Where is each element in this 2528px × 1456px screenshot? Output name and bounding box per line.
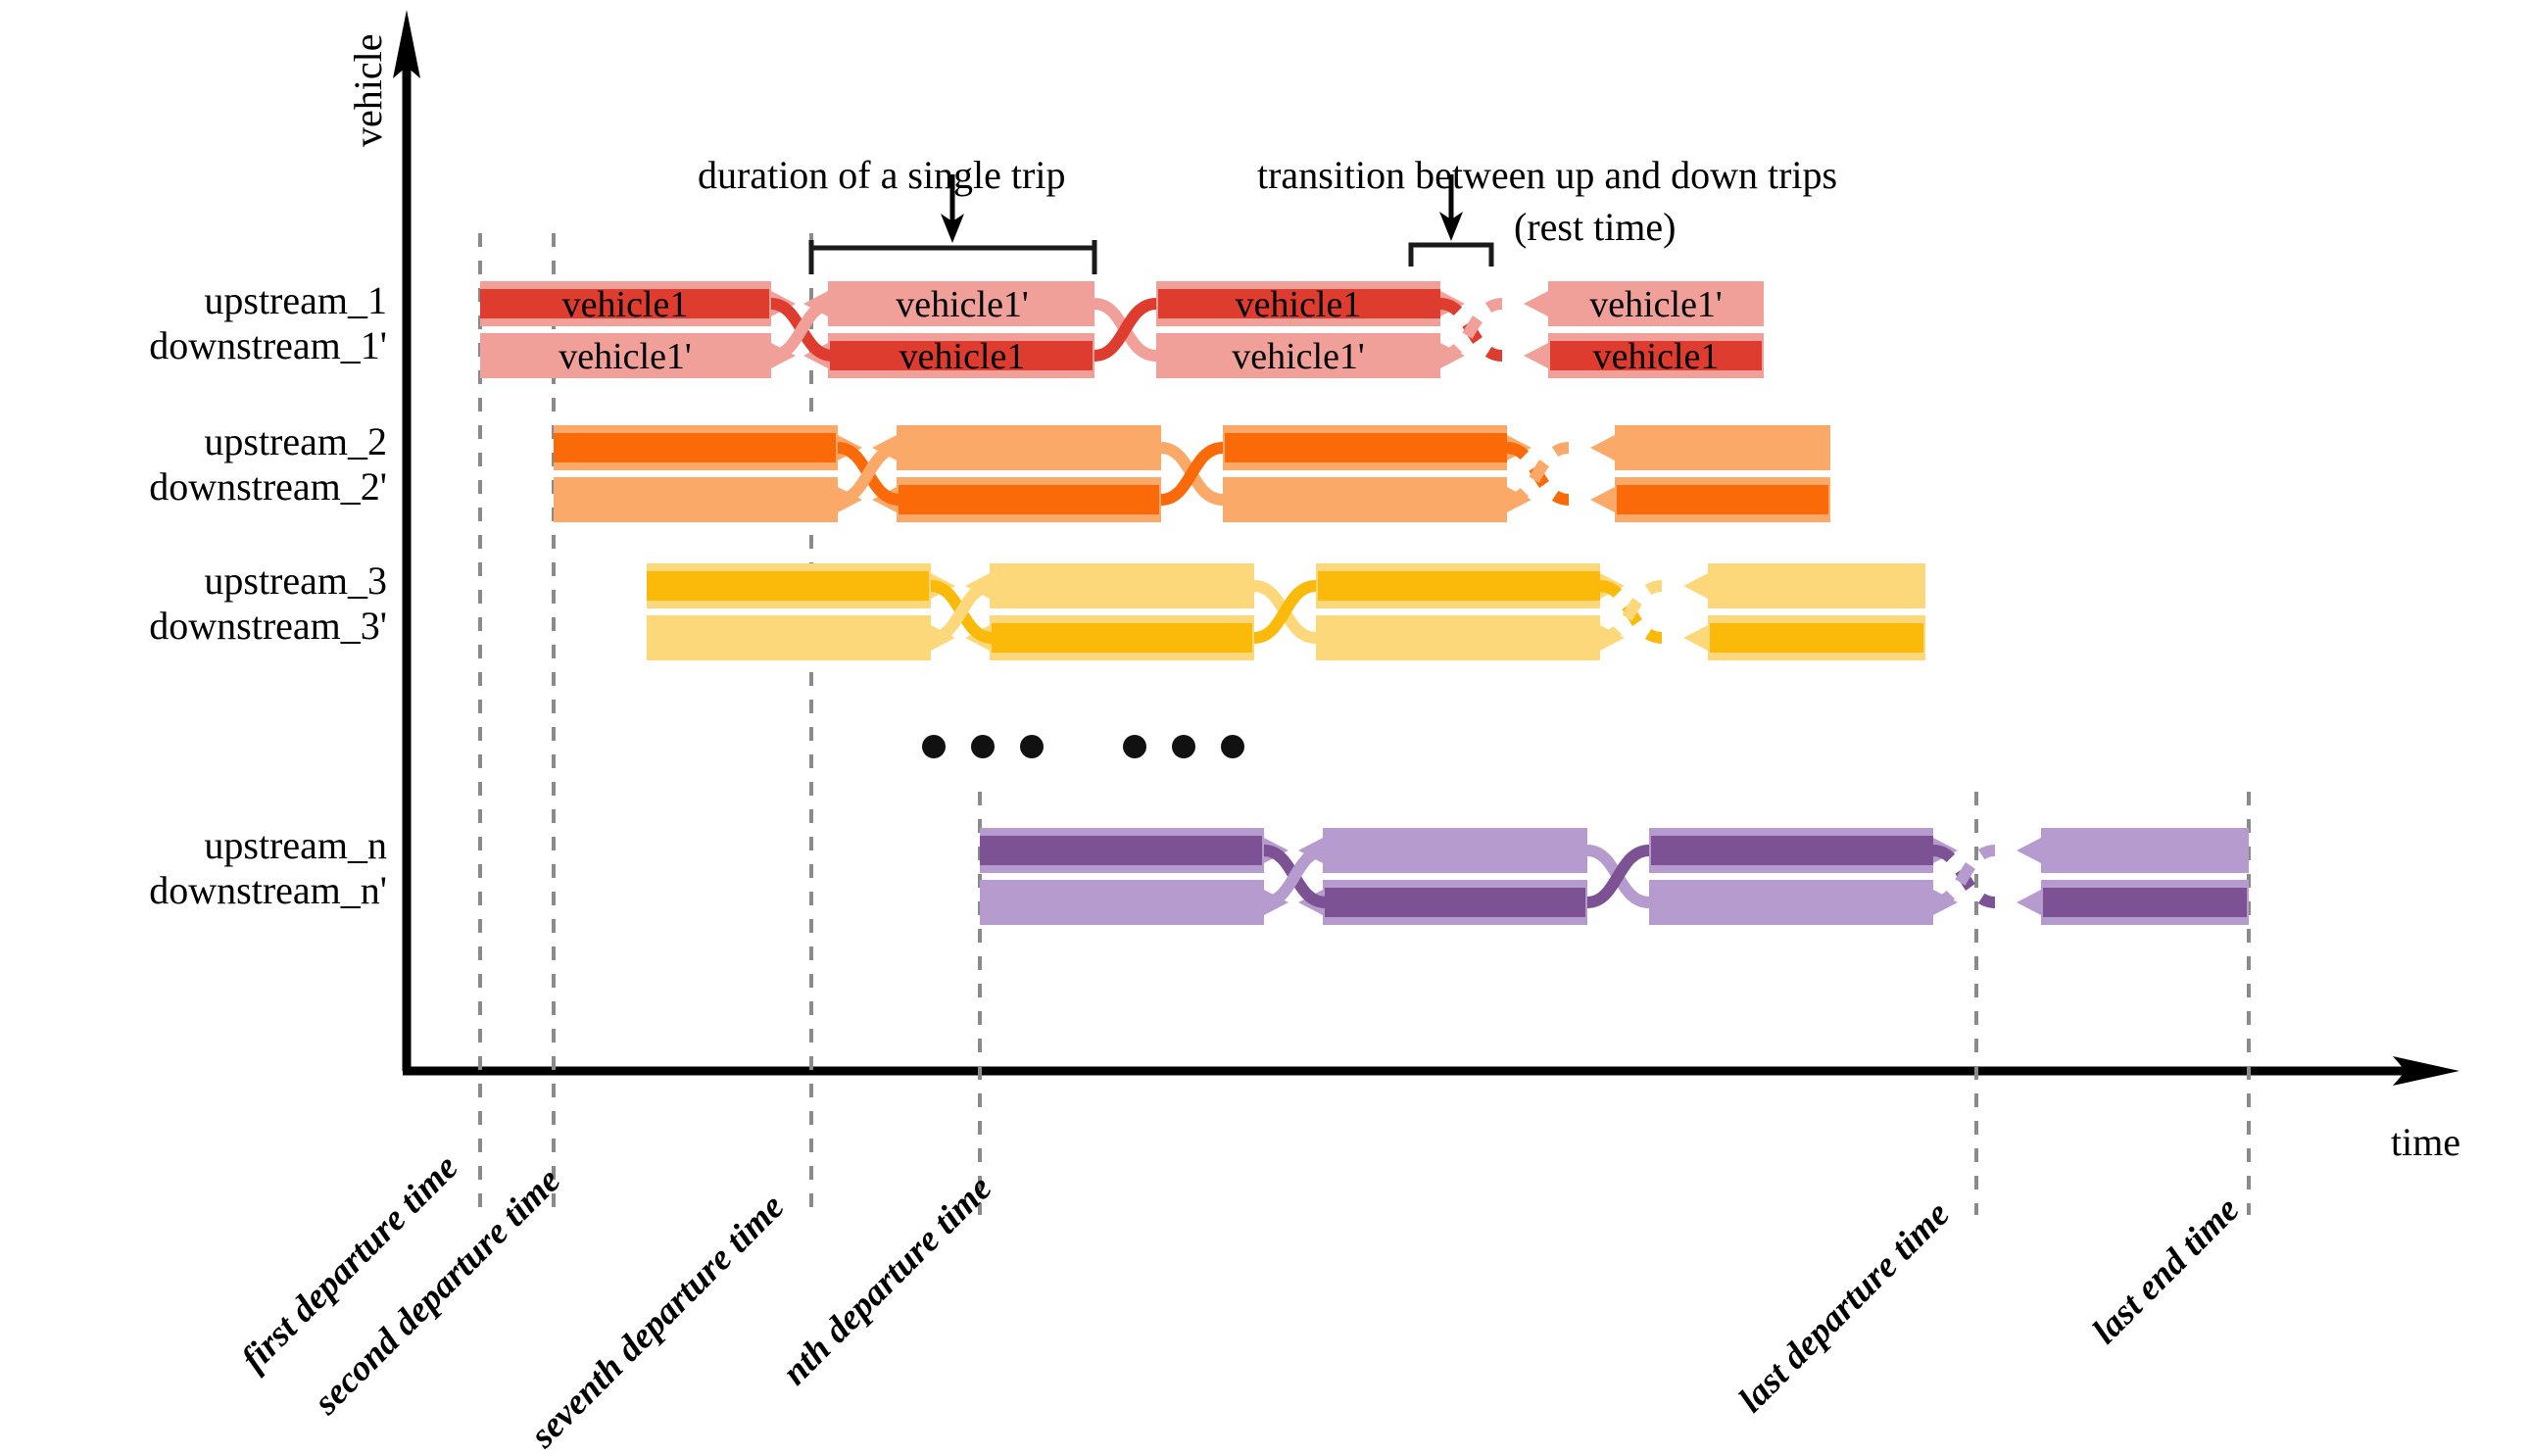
ellipsis-dot — [1020, 735, 1044, 758]
ellipsis-dot — [971, 735, 995, 758]
bar-text-up-4: vehicle1' — [1589, 284, 1723, 325]
bar-down-3-core — [1158, 341, 1440, 370]
row1-trip-bars — [480, 281, 1764, 378]
transition-arrow-head — [1439, 212, 1463, 241]
duration-bracket — [808, 240, 1097, 274]
r2-cross-a-2 — [837, 442, 900, 506]
bar-text-up-2: vehicle1' — [896, 284, 1029, 325]
r2-bar-up-3-core — [1225, 433, 1507, 462]
bar-text-down-3: vehicle1' — [1232, 336, 1365, 377]
row2-crossings — [837, 442, 1570, 506]
bar-up-4-core — [1550, 289, 1762, 318]
row2-trip-bars — [554, 425, 1830, 522]
row1-crossings — [770, 298, 1503, 362]
ellipsis-dot — [1172, 735, 1195, 758]
r2-bar-up-2-core — [899, 433, 1159, 462]
r2-bar-down-2-core — [899, 485, 1159, 514]
y-axis-label: vehicle — [346, 33, 390, 148]
bar-text-down-1: vehicle1' — [559, 336, 692, 377]
vehicle-row-2 — [554, 425, 1830, 522]
annotation-transition-line1: transition between up and down trips — [1257, 153, 1838, 197]
r3-bar-up-1-core — [647, 571, 929, 601]
rown-crossings — [1263, 845, 1996, 908]
row-label-2-up: upstream_2 — [204, 419, 387, 463]
duration-arrow-head — [941, 214, 964, 243]
r3-bar-up-2-core — [992, 571, 1252, 601]
row-label-1: upstream_1 downstream_1' — [0, 278, 387, 368]
rn-cross-b-2 — [1586, 845, 1650, 908]
rn-bar-up-4-core — [2043, 836, 2247, 865]
bar-text-up-1: vehicle1 — [561, 284, 689, 325]
r2-bar-up-1-core — [554, 433, 836, 462]
annotation-marks — [808, 174, 1494, 274]
row-label-2-down: downstream_2' — [149, 464, 387, 509]
r3-cross-b-2 — [1253, 580, 1317, 644]
bar-up-3-core — [1158, 289, 1440, 318]
annotation-duration: duration of a single trip — [698, 153, 1066, 197]
x-axis-label: time — [2391, 1120, 2461, 1164]
r2-bar-down-3-core — [1225, 485, 1507, 514]
transition-bracket — [1408, 242, 1494, 267]
r3-bar-down-3-core — [1318, 623, 1600, 653]
rn-bar-down-2-core — [1325, 888, 1585, 917]
row-label-2: upstream_2 downstream_2' — [0, 419, 387, 510]
r3-bar-up-3-core — [1318, 571, 1600, 601]
annotation-transition-line2: (rest time) — [1514, 205, 1677, 249]
bar-text-up-3: vehicle1 — [1235, 284, 1362, 325]
ellipsis-dot — [922, 735, 946, 758]
ellipsis-dot — [1221, 735, 1244, 758]
ellipsis-group — [922, 735, 1244, 758]
r3-bar-down-1-core — [647, 623, 929, 653]
r3-bar-down-4-core — [1710, 623, 1923, 653]
row-label-3-down: downstream_3' — [149, 604, 387, 648]
row-label-n-up: upstream_n — [204, 823, 387, 867]
row-label-3: upstream_3 downstream_3' — [0, 558, 387, 649]
rn-bar-down-4-core — [2043, 888, 2247, 917]
rn-bar-down-1-core — [980, 888, 1262, 917]
r3-bar-down-2-core — [992, 623, 1252, 653]
vehicle-row-n — [980, 828, 2249, 925]
bar-text-down-2: vehicle1 — [899, 336, 1026, 377]
rn-cross-a-2 — [1263, 845, 1327, 908]
bar-down-2-core — [830, 341, 1093, 370]
rn-bar-up-2-core — [1325, 836, 1585, 865]
bar-down-4-core — [1550, 341, 1762, 370]
rn-cross-rest-2 — [1932, 845, 1996, 908]
r2-bar-down-1-core — [554, 485, 836, 514]
row3-trip-bars — [647, 563, 1925, 660]
rn-bar-down-3-core — [1651, 888, 1933, 917]
rown-trip-bars — [980, 828, 2249, 925]
cross-b-2 — [1094, 298, 1157, 362]
row-label-n: upstream_n downstream_n' — [0, 823, 387, 913]
cross-a-2 — [770, 298, 834, 362]
cross-rest-2 — [1439, 298, 1503, 362]
row-label-n-down: downstream_n' — [149, 868, 387, 912]
rn-bar-up-1-core — [980, 836, 1262, 865]
row-label-3-up: upstream_3 — [204, 558, 387, 603]
vehicle-row-3 — [647, 563, 1925, 660]
r2-cross-rest-2 — [1506, 442, 1570, 506]
vehicle-row-1 — [480, 281, 1764, 378]
r2-cross-b-2 — [1160, 442, 1224, 506]
r3-cross-a-2 — [930, 580, 994, 644]
bar-down-1-core — [480, 341, 769, 370]
r2-bar-up-4-core — [1617, 433, 1828, 462]
bar-up-2-core — [830, 289, 1093, 318]
axis-group — [393, 10, 2459, 1086]
row-label-1-down: downstream_1' — [149, 323, 387, 367]
row3-crossings — [930, 580, 1663, 644]
row-label-1-up: upstream_1 — [204, 278, 387, 322]
y-axis-arrowhead — [393, 10, 420, 78]
x-axis-arrowhead — [2393, 1056, 2459, 1086]
rn-bar-up-3-core — [1651, 836, 1933, 865]
bar-text-down-4: vehicle1 — [1592, 336, 1720, 377]
ellipsis-dot — [1123, 735, 1146, 758]
bar-up-1-core — [480, 289, 769, 318]
r3-cross-rest-2 — [1599, 580, 1663, 644]
r3-bar-up-4-core — [1710, 571, 1923, 601]
r2-bar-down-4-core — [1617, 485, 1828, 514]
